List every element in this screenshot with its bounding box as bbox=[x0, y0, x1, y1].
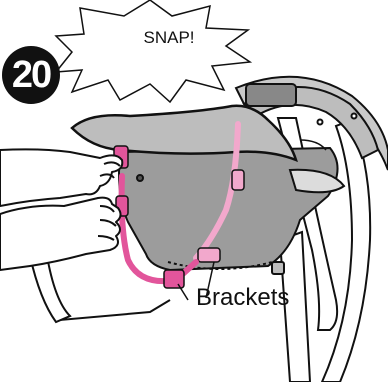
seat-body bbox=[119, 148, 344, 274]
hand-icon bbox=[0, 198, 121, 270]
snap-sound-text: SNAP! bbox=[114, 28, 224, 48]
bracket-clip-lower-right bbox=[198, 248, 220, 262]
bracket-clip-lower-left bbox=[164, 270, 184, 288]
starburst-bubble-icon bbox=[56, 0, 250, 102]
bracket-clip-upper-right bbox=[232, 170, 244, 190]
step-number-badge: 20 bbox=[2, 46, 60, 104]
brackets-callout-label: Brackets bbox=[196, 284, 356, 312]
